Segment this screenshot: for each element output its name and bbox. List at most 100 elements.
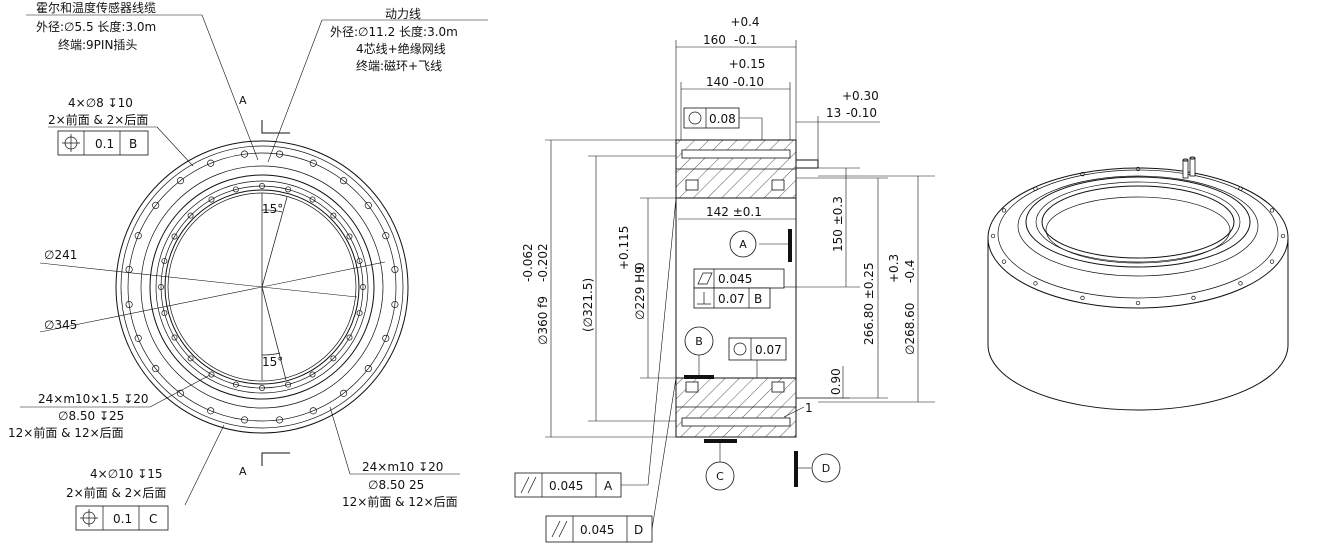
datum-b: B [684, 326, 714, 379]
power-cable-title: 动力线 [385, 7, 421, 21]
outer-ring [115, 140, 409, 434]
dim-1-leader [783, 406, 805, 418]
angle-line-bottom [261, 286, 287, 381]
perp-datum: B [754, 292, 762, 306]
iso-hole [1080, 171, 1085, 177]
outer-ring-3 [140, 165, 384, 409]
thread-right-drill: ∅8.50 25 [368, 478, 424, 492]
inner-hole [208, 196, 215, 203]
inner-hole [285, 186, 292, 193]
holes-bottom-fcf: 0.1 C [75, 505, 169, 531]
par-a-tol: 0.045 [549, 479, 583, 493]
inner-hole [346, 233, 353, 240]
position-icon [62, 134, 80, 152]
thread-left-count: 12×前面 & 12×后面 [8, 425, 124, 440]
circ-top-fcf: 0.08 [683, 107, 763, 140]
circularity-icon [688, 111, 702, 125]
inner-hole [346, 334, 353, 341]
bolt-hole [176, 177, 184, 185]
parallelism-icon-2 [551, 520, 568, 538]
section-label-top: A [239, 94, 247, 107]
dim-1-label: 1 [805, 401, 813, 415]
perp-tol: 0.07 [718, 292, 745, 306]
bolt-hole [340, 389, 348, 397]
w160-nominal: 160 [703, 33, 726, 47]
bolt-hole [364, 365, 372, 373]
bottom-groove [681, 417, 791, 427]
perp-fcf: 0.07 B [693, 287, 771, 309]
inner-hole [309, 371, 316, 378]
iso-hole [1269, 259, 1275, 264]
bolt-hole [152, 201, 160, 209]
datum-b-label: B [695, 335, 703, 348]
par-d-datum: D [634, 523, 643, 537]
d229-lower: 0 [633, 262, 647, 270]
angle-arc-bottom [261, 352, 281, 356]
datum-d-label: D [822, 462, 830, 475]
hall-cable-line2: 终端:9PIN插头 [58, 37, 137, 52]
inner-hole [171, 334, 178, 341]
bolt-circle-outer [127, 152, 397, 422]
bolt-hole [134, 232, 142, 240]
inner-hole [187, 212, 194, 219]
hall-cable-leader [201, 14, 259, 161]
iso-bore-inner [1045, 196, 1231, 264]
iso-hole [1191, 295, 1196, 301]
d26860-upper: +0.3 [887, 254, 901, 283]
dia-241-leader-2 [261, 286, 358, 298]
inner-hole [232, 381, 239, 388]
position-icon [80, 509, 98, 527]
datum-c-label: C [716, 470, 724, 483]
iso-hole [1269, 208, 1275, 213]
d26680-label: 266.80 ±0.25 [862, 262, 876, 345]
top-bolt-left [685, 179, 699, 191]
section-cut-top [261, 120, 290, 134]
iso-hole [1135, 300, 1141, 306]
iso-hole [1001, 208, 1007, 213]
inner-hole [158, 284, 164, 290]
w140-upper: +0.15 [729, 57, 766, 71]
par-d-tol: 0.045 [580, 523, 614, 537]
bolt-hole [275, 150, 284, 158]
holes-top-tol: 0.1 [95, 137, 114, 151]
iso-bore [1041, 185, 1235, 259]
dia-241-leader [39, 262, 263, 288]
inner-hole [285, 381, 292, 388]
iso-hole [1080, 295, 1085, 301]
inner-hole [232, 186, 239, 193]
iso-cables [1182, 156, 1196, 179]
bolt-hole [340, 177, 348, 185]
thread-right-spec: 24×m10 ↧20 [362, 460, 443, 474]
w160-lower: -0.1 [734, 33, 757, 47]
bolt-hole [240, 150, 249, 158]
inner-hole [187, 355, 194, 362]
datum-d: D [794, 451, 841, 487]
thread-left-leader [149, 374, 211, 408]
datum-a-label: A [739, 238, 747, 251]
top-groove [681, 149, 791, 159]
bolt-hole [207, 407, 215, 415]
front-view: 15° 15° ∅241 ∅345 A A 霍尔和温度传感器线缆 外径:∅5.5… [8, 0, 488, 531]
top-bolt-right [771, 179, 785, 191]
d360-upper: -0.062 [521, 243, 535, 282]
dia-345-leader-2 [261, 261, 386, 288]
bore-ring [164, 189, 360, 385]
d229-upper: +0.115 [617, 226, 631, 270]
angle-arc-top [261, 209, 283, 213]
inner-hole [360, 284, 366, 290]
holes-bottom-tol: 0.1 [113, 512, 132, 526]
holes-bottom-leader [184, 424, 225, 506]
iso-top-ring-3 [1025, 176, 1251, 268]
inner-hole [330, 212, 337, 219]
iso-top-ring-4 [1035, 181, 1241, 263]
holes-top-fcf: 0.1 B [57, 130, 149, 156]
iso-holes [990, 166, 1286, 306]
flatness-fcf: 0.045 [693, 268, 796, 289]
iso-hole [1033, 281, 1038, 286]
dia-345-leader [39, 286, 263, 333]
holes-bottom-datum: C [149, 512, 157, 526]
holes-bottom-count: 2×前面 & 2×后面 [66, 485, 166, 500]
section-view: +0.4 160 -0.1 +0.15 140 -0.10 +0.30 13 -… [514, 15, 935, 543]
hall-cable-line1: 外径:∅5.5 长度:3.0m [36, 19, 156, 34]
d360-lower: -0.202 [536, 243, 550, 282]
